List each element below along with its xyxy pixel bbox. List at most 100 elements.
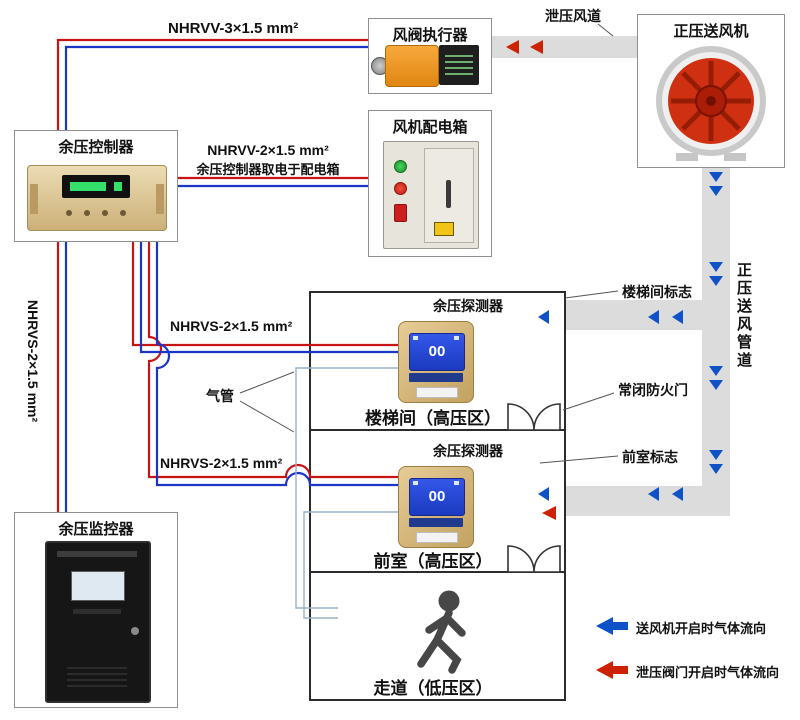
leader-stair-sign: [564, 290, 619, 299]
detector-tag: [416, 387, 458, 398]
relief-flow-arrows: [506, 40, 556, 520]
wire-controller-detector2-red: [147, 240, 400, 479]
lcd-icon: [413, 336, 418, 340]
controller-lcd-icon: [62, 175, 130, 198]
air-tube-detector2: [303, 511, 400, 619]
front-sign-label: 前室标志: [622, 449, 678, 465]
detector-brand-strip: [409, 518, 463, 527]
legend-supply-arrow-icon: [596, 617, 628, 635]
flow-left-icon: [648, 487, 659, 501]
monitor-label: 余压监控器: [58, 521, 134, 538]
duct-shapes: [490, 36, 730, 516]
monitor-screen-icon: [71, 571, 125, 601]
supply-fan-label: 正压送风机: [673, 23, 749, 40]
flow-left-icon: [672, 310, 683, 324]
supply-fan-icon: [656, 46, 766, 161]
warning-sticker-icon: [434, 222, 454, 236]
leader-front-sign: [539, 455, 619, 464]
leader-fire-door: [562, 392, 615, 411]
air-tubes: [295, 367, 400, 619]
stair-door-right-icon: [533, 403, 561, 431]
fire-door-label: 常闭防火门: [618, 382, 688, 398]
room-label-front: 前室（高压区）: [373, 552, 493, 571]
front-door-right-icon: [533, 545, 561, 573]
legend-supply-label: 送风机开启时气体流向: [636, 621, 767, 636]
flow-left-icon: [672, 487, 683, 501]
detector-front-label: 余压探测器: [433, 443, 503, 459]
flow-down-icon: [709, 380, 723, 390]
power-cabinet-icon: [383, 141, 479, 249]
supply-fan-box: 正压送风机: [637, 14, 785, 168]
leader-lines: [239, 23, 619, 464]
legend-relief-arrow-icon: [596, 661, 628, 679]
stair-sign-label: 楼梯间标志: [622, 284, 692, 300]
lcd-icon: [454, 336, 459, 340]
flow-down-icon: [709, 450, 723, 460]
flow-down-icon: [709, 276, 723, 286]
actuator-body-icon: [385, 45, 439, 87]
flow-down-icon: [709, 262, 723, 272]
red-button-icon: [394, 182, 407, 195]
monitor-box: 余压监控器: [14, 512, 178, 708]
supply-flow-arrows: [538, 172, 723, 501]
relief-left-icon: [542, 506, 556, 520]
relief-left-icon: [530, 40, 543, 54]
detector-stair-label: 余压探测器: [433, 298, 503, 314]
leader-relief-duct: [597, 23, 614, 37]
actuator-terminal-icon: [439, 45, 479, 85]
relief-duct: [490, 36, 637, 58]
monitor-cabinet-icon: [45, 541, 151, 703]
air-tube-label: 气管: [206, 388, 234, 404]
cable-label-powerbox: NHRVV-2×1.5 mm²: [207, 142, 329, 158]
fire-doors: [507, 403, 561, 573]
controller-device-icon: [27, 165, 167, 231]
building-outline: [309, 291, 566, 701]
legend-relief-label: 泄压阀门开启时气体流向: [636, 665, 780, 680]
power-box: 风机配电箱: [368, 110, 492, 257]
lcd-icon: [413, 481, 418, 485]
cable-label-detector1: NHRVS-2×1.5 mm²: [170, 318, 293, 334]
room-label-corridor: 走道（低压区）: [373, 679, 493, 698]
wire-controller-detector1-blue: [139, 240, 400, 354]
valve-actuator-label: 风阀执行器: [392, 27, 468, 44]
cable-label-monitor: NHRVS-2×1.5 mm²: [25, 299, 41, 423]
controller-box: 余压控制器: [14, 130, 178, 242]
leader-air-tube-2: [239, 400, 295, 433]
wire-controller-actuator-red: [56, 38, 368, 130]
green-button-icon: [394, 160, 407, 173]
cable-label-powerbox-note: 余压控制器取电于配电箱: [196, 162, 340, 177]
flow-down-icon: [709, 464, 723, 474]
lock-icon: [131, 627, 139, 635]
wire-controller-detector1-red: [131, 240, 400, 347]
cable-label-actuator: NHRVV-3×1.5 mm²: [168, 20, 299, 37]
cable-label-detector2: NHRVS-2×1.5 mm²: [160, 455, 283, 471]
flow-left-icon: [538, 310, 549, 324]
room-label-stairwell: 楼梯间（高压区）: [365, 409, 501, 428]
handle-icon: [446, 180, 451, 208]
wire-controller-detector2-blue: [155, 240, 400, 487]
flow-left-icon: [538, 487, 549, 501]
flow-left-icon: [648, 310, 659, 324]
flow-down-icon: [709, 186, 723, 196]
air-tube-detector1: [295, 367, 400, 609]
wire-controller-actuator-blue: [64, 45, 368, 130]
controller-label: 余压控制器: [58, 139, 134, 156]
lcd-icon: [454, 481, 459, 485]
relief-left-icon: [506, 40, 519, 54]
detector-tag: [416, 532, 458, 543]
blue-wires: [64, 45, 400, 512]
rocker-switch-icon: [394, 204, 407, 222]
power-box-label: 风机配电箱: [392, 119, 468, 136]
walking-person-icon: [417, 590, 466, 674]
leader-air-tube-1: [239, 371, 295, 394]
relief-duct-label: 泄压风道: [545, 8, 601, 24]
detector-lcd: 00: [409, 333, 465, 371]
detector-brand-strip: [409, 373, 463, 382]
detector-frontroom: 00: [398, 466, 474, 548]
supply-duct-label: 正压送风管道: [735, 262, 752, 370]
flow-down-icon: [709, 366, 723, 376]
flow-down-icon: [709, 172, 723, 182]
